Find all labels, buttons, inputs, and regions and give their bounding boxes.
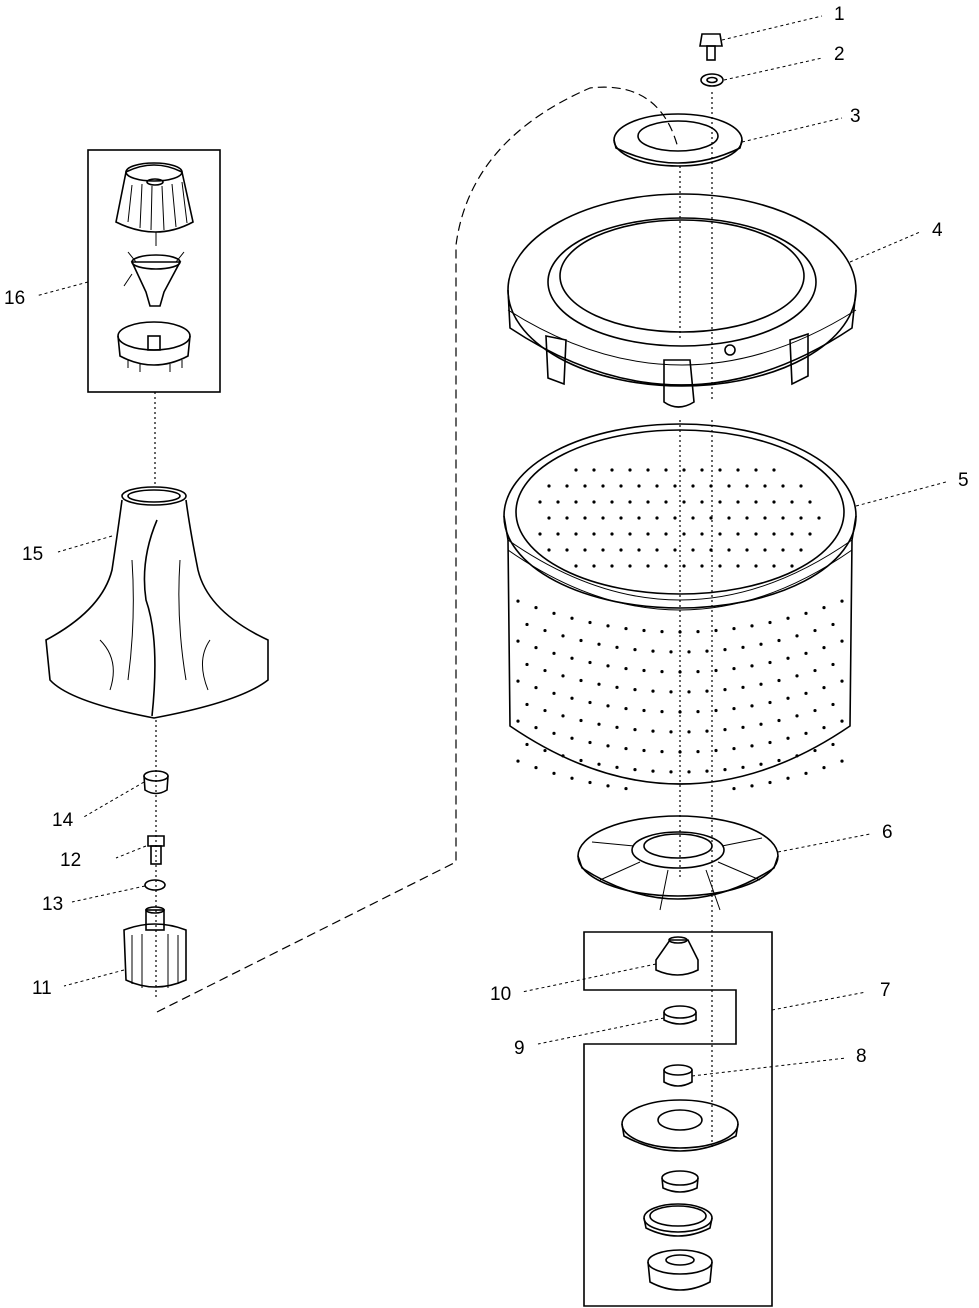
basket-perforations	[516, 468, 844, 791]
callout-6: 6	[882, 822, 893, 843]
callout-4: 4	[932, 220, 943, 241]
part-16-funnel	[123, 251, 185, 307]
part-11-drive-block	[123, 906, 187, 988]
callout-13: 13	[42, 894, 63, 915]
part-4-tub-ring	[507, 193, 857, 408]
part-2-washer	[700, 73, 724, 87]
callout-9: 9	[514, 1038, 525, 1059]
part-12-bolt	[147, 835, 165, 865]
kit-16-box	[87, 149, 221, 393]
part-13-washer	[144, 879, 166, 891]
callout-5: 5	[958, 470, 969, 491]
part-9-nut	[663, 1005, 697, 1025]
callout-14: 14	[52, 810, 74, 831]
seal-ring	[643, 1203, 713, 1237]
part-16-cap	[115, 162, 194, 233]
leader-lines	[35, 15, 947, 1077]
callout-15: 15	[22, 544, 43, 565]
part-15-agitator-skirt	[45, 486, 269, 719]
kit-7-box	[583, 931, 773, 1307]
callout-11: 11	[32, 978, 52, 999]
callout-1: 1	[834, 4, 845, 25]
seal-small	[661, 1170, 699, 1193]
part-8-bearing	[663, 1064, 693, 1087]
part-6-hub-plate	[577, 815, 779, 911]
part-14-nut	[143, 770, 169, 795]
callout-16: 16	[4, 288, 25, 309]
callout-2: 2	[834, 44, 845, 65]
part-3-balance-ring-cap	[613, 113, 743, 167]
mounting-plate	[621, 1099, 739, 1152]
bearing-housing	[647, 1249, 713, 1291]
cable-line	[156, 86, 679, 1013]
callout-labels: 1 2 3 4 5 6 7 8 9 10 11 12 13 14 15 16	[4, 4, 969, 1067]
callout-7: 7	[880, 980, 891, 1001]
callout-3: 3	[850, 106, 861, 127]
part-10-seal-cone	[655, 936, 699, 976]
part-16-base	[117, 321, 191, 372]
callout-8: 8	[856, 1046, 867, 1067]
part-1-screw	[699, 33, 723, 61]
callout-10: 10	[490, 984, 511, 1005]
callout-12: 12	[60, 850, 81, 871]
